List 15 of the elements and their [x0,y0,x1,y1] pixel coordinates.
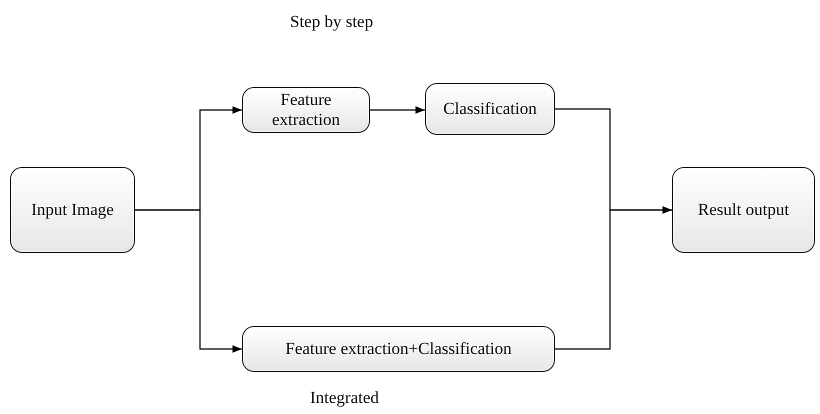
group-caption: Step by step [290,12,374,32]
process-box [10,167,135,253]
node-label: Result output [696,200,790,220]
process-box [672,167,815,253]
node-label: Feature extraction+Classification [284,338,513,360]
node-label: Input Image [30,200,115,220]
arrow [135,209,242,353]
node-label: Feature extraction [271,90,341,130]
process-box [242,326,555,372]
process-box [242,87,370,133]
group-caption: Integrated [310,388,379,408]
arrow [370,106,425,114]
node-label: Classification [442,98,538,120]
process-box [425,83,555,135]
arrow [555,206,672,350]
